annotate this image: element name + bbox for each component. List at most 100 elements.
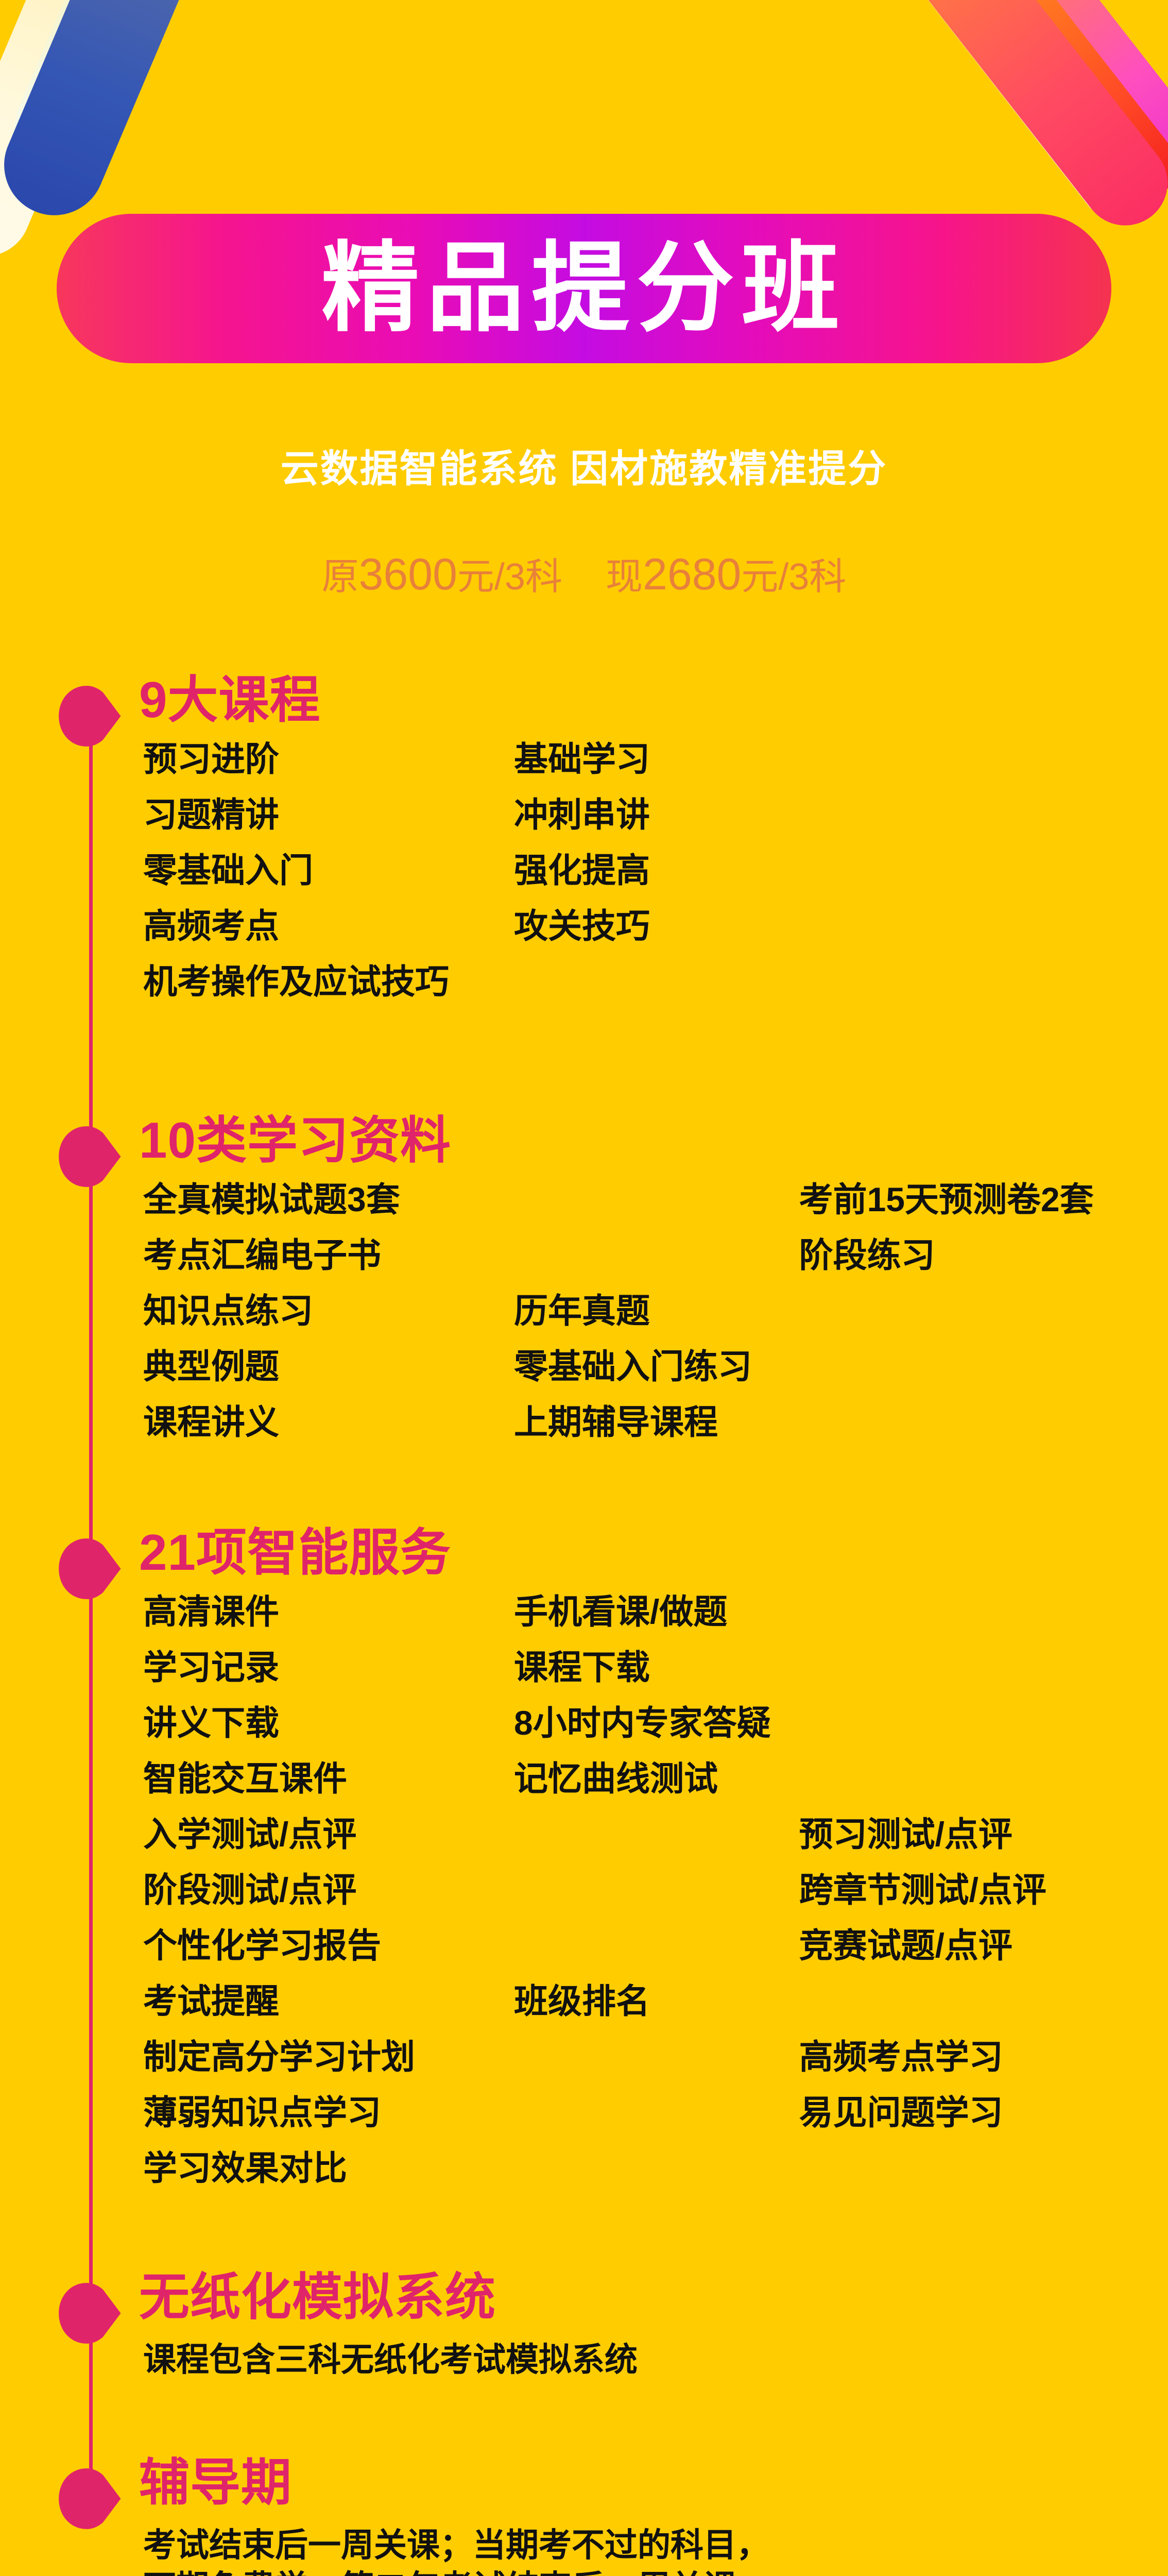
list-row: 讲义下载 8小时内专家答疑	[143, 1706, 1168, 1761]
section-body-courses: 预习进阶 基础学习习题精讲 冲刺串讲零基础入门 强化提高高频考点 攻关技巧机考操作及应试…	[0, 742, 1168, 1020]
list-row: 课程讲义 上期辅导课程	[143, 1405, 1168, 1461]
ribbon-top-right-pink	[781, 0, 1168, 243]
list-item: 攻关技巧	[514, 907, 650, 945]
list-item: 考前15天预测卷2套	[799, 1180, 1094, 1218]
list-item: 讲义下载	[143, 1704, 279, 1742]
list-item: 机考操作及应试技巧	[143, 962, 449, 1001]
price-row: 原3600元/3科 现2680元/3科	[0, 546, 1168, 600]
list-item: 智能交互课件	[143, 1759, 347, 1798]
timeline-rail	[89, 701, 93, 2504]
original-price-unit: 元/3科	[457, 556, 562, 598]
list-row: 机考操作及应试技巧	[143, 964, 1168, 1020]
section-header-paperless: 无纸化模拟系统	[0, 2268, 1168, 2344]
list-row: 智能交互课件 记忆曲线测试	[143, 1761, 1168, 1817]
list-item: 学习记录	[143, 1648, 279, 1686]
paragraph-line: 下期免费学，第二年考试结束后一周关课。	[143, 2567, 1168, 2576]
list-item: 高频考点学习	[799, 2038, 1003, 2076]
target-marker-icon	[56, 1124, 123, 1190]
list-item: 班级排名	[514, 1982, 650, 2020]
list-item: 强化提高	[514, 851, 650, 889]
section-body-paperless: 课程包含三科无纸化考试模拟系统	[0, 2339, 1168, 2381]
list-item: 竞赛试题/点评	[799, 1926, 1012, 1964]
ribbon-top-left-cyan	[0, 0, 247, 196]
section-paragraph: 考试结束后一周关课；当期考不过的科目， 下期免费学，第二年考试结束后一周关课。	[143, 2524, 1168, 2576]
list-item: 制定高分学习计划	[143, 2038, 415, 2076]
ribbon-top-left-blue	[0, 0, 323, 231]
section-materials: 10类学习资料全真模拟试题3套考前15天预测卷2套考点汇编电子书 阶段练习知识点练…	[0, 1112, 1168, 1461]
list-item: 阶段练习	[799, 1236, 935, 1274]
current-price-amount: 2680	[643, 550, 742, 599]
list-row: 全真模拟试题3套考前15天预测卷2套	[143, 1182, 1168, 1238]
list-row: 学习记录 课程下载	[143, 1650, 1168, 1706]
section-title-courses: 9大课程	[139, 671, 321, 728]
section-title-paperless: 无纸化模拟系统	[139, 2268, 496, 2325]
list-row: 零基础入门 强化提高	[143, 853, 1168, 909]
list-item: 个性化学习报告	[143, 1926, 381, 1964]
list-row: 考试提醒班级排名	[143, 1984, 1168, 2040]
list-row: 阶段测试/点评跨章节测试/点评	[143, 1873, 1168, 1928]
paragraph-line: 考试结束后一周关课；当期考不过的科目，	[143, 2527, 769, 2564]
list-item: 薄弱知识点学习	[143, 2093, 381, 2131]
poster-title: 精品提分班	[321, 231, 847, 345]
list-item: 课程讲义	[143, 1403, 279, 1441]
list-item: 冲刺串讲	[514, 795, 650, 834]
ribbon-top-right-cream	[828, 0, 1157, 230]
section-header-courses: 9大课程	[0, 671, 1168, 747]
list-item: 零基础入门	[143, 851, 313, 889]
list-item: 典型例题	[143, 1347, 279, 1385]
list-item: 高清课件	[143, 1592, 279, 1631]
list-item: 基础学习	[514, 740, 650, 778]
section-body-tutoring-period: 考试结束后一周关课；当期考不过的科目， 下期免费学，第二年考试结束后一周关课。	[0, 2524, 1168, 2576]
list-item: 学习效果对比	[143, 2149, 347, 2187]
list-item: 课程下载	[514, 1648, 650, 1686]
section-title-tutoring-period: 辅导期	[139, 2454, 293, 2511]
list-row: 习题精讲 冲刺串讲	[143, 798, 1168, 853]
list-row: 薄弱知识点学习 易见问题学习	[143, 2095, 1168, 2151]
section-body-services: 高清课件 手机看课/做题学习记录 课程下载讲义下载 8小时内专家答疑智能交互课件 记忆曲…	[0, 1595, 1168, 2207]
list-item: 知识点练习	[143, 1292, 313, 1330]
list-item: 预习进阶	[143, 740, 279, 778]
list-row: 预习进阶 基础学习	[143, 742, 1168, 798]
list-row: 高清课件 手机看课/做题	[143, 1595, 1168, 1650]
list-item: 8小时内专家答疑	[514, 1704, 771, 1742]
poster-subtitle: 云数据智能系统 因材施教精准提分	[280, 447, 888, 490]
title-banner: 精品提分班	[57, 214, 1111, 363]
list-item: 预习测试/点评	[799, 1815, 1012, 1853]
section-body-materials: 全真模拟试题3套考前15天预测卷2套考点汇编电子书阶段练习知识点练习历年真题典型…	[0, 1182, 1168, 1461]
list-row: 个性化学习报告 竞赛试题/点评	[143, 1928, 1168, 1984]
list-row: 入学测试/点评 预习测试/点评	[143, 1817, 1168, 1873]
list-row: 高频考点 攻关技巧	[143, 909, 1168, 964]
target-marker-icon	[56, 683, 123, 749]
original-price-label: 原	[321, 556, 359, 598]
ribbon-top-right-magenta	[901, 0, 1168, 205]
list-item: 手机看课/做题	[514, 1592, 728, 1631]
section-title-services: 21项智能服务	[139, 1524, 452, 1581]
section-header-services: 21项智能服务	[0, 1524, 1168, 1599]
list-item: 入学测试/点评	[143, 1815, 357, 1853]
target-marker-icon	[56, 1536, 123, 1602]
section-header-tutoring-period: 辅导期	[0, 2454, 1168, 2529]
section-paperless: 无纸化模拟系统课程包含三科无纸化考试模拟系统	[0, 2268, 1168, 2381]
list-item: 易见问题学习	[799, 2093, 1003, 2131]
paragraph-line: 课程包含三科无纸化考试模拟系统	[143, 2341, 638, 2378]
list-row: 考点汇编电子书 阶段练习	[143, 1238, 1168, 1294]
list-item: 考点汇编电子书	[143, 1236, 381, 1274]
current-price-label: 现	[606, 556, 643, 598]
section-header-materials: 10类学习资料	[0, 1112, 1168, 1187]
list-item: 习题精讲	[143, 795, 279, 834]
list-item: 记忆曲线测试	[514, 1759, 718, 1798]
target-marker-icon	[56, 2466, 123, 2532]
section-paragraph: 课程包含三科无纸化考试模拟系统	[143, 2339, 1168, 2381]
list-item: 上期辅导课程	[514, 1403, 718, 1441]
list-row: 典型例题零基础入门练习	[143, 1349, 1168, 1405]
section-title-materials: 10类学习资料	[139, 1112, 452, 1168]
target-marker-icon	[56, 2280, 123, 2346]
section-courses: 9大课程预习进阶 基础学习习题精讲 冲刺串讲零基础入门 强化提高高频考点 攻关技巧机考操…	[0, 671, 1168, 1020]
section-services: 21项智能服务高清课件 手机看课/做题学习记录 课程下载讲义下载 8小时内专家答疑智能…	[0, 1524, 1168, 2207]
list-item: 阶段测试/点评	[143, 1871, 357, 1909]
list-row: 学习效果对比	[143, 2151, 1168, 2207]
list-item: 高频考点	[143, 907, 279, 945]
ribbon-top-right-red	[844, 0, 1168, 220]
original-price-amount: 3600	[358, 550, 457, 599]
current-price-unit: 元/3科	[741, 556, 847, 598]
